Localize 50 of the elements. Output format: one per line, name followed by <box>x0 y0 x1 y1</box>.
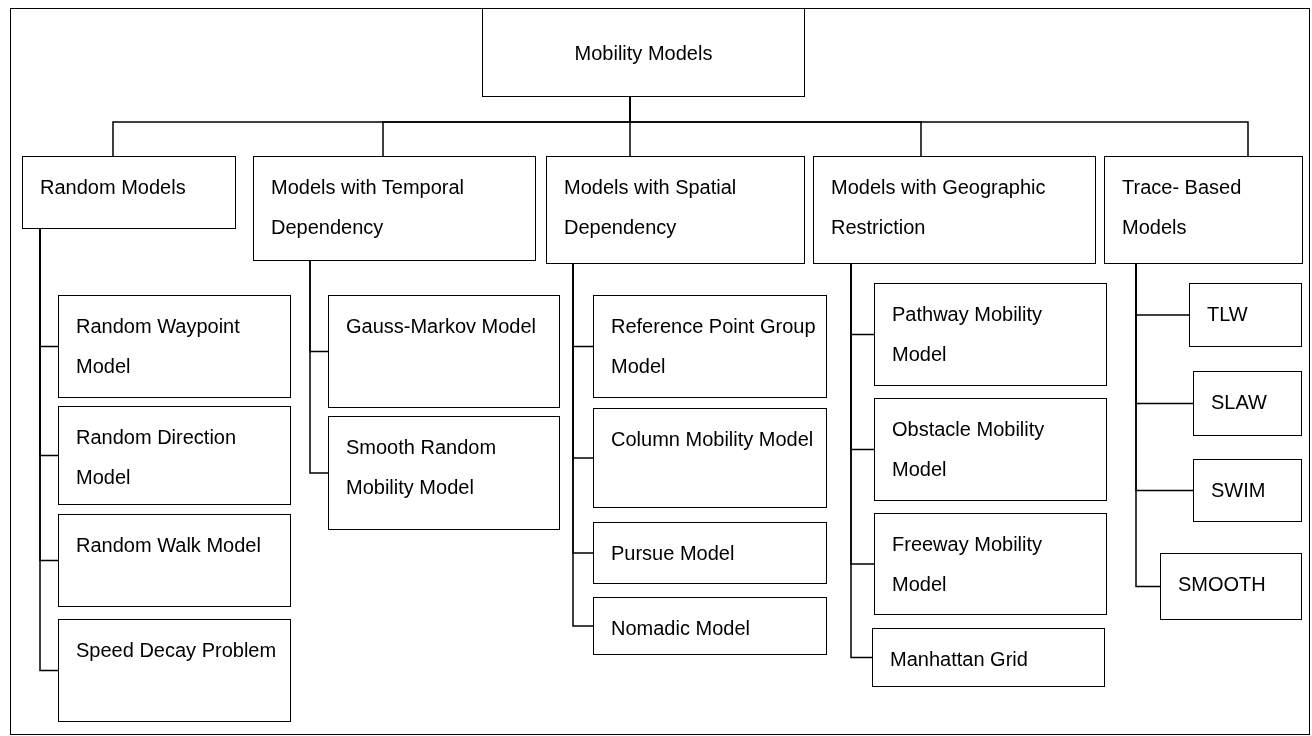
box-label: Freeway Mobility Model <box>892 532 1044 597</box>
box-label: Column Mobility Model <box>611 427 815 452</box>
category-box <box>593 597 827 655</box>
box-label: Models with Spatial Dependency <box>564 175 738 240</box>
category-box <box>874 398 1107 501</box>
category-box <box>253 156 536 261</box>
box-label: Speed Decay Problem <box>76 638 278 663</box>
box-label: SLAW <box>1211 390 1268 415</box>
box-label: Mobility Models <box>574 41 713 66</box>
connector-line <box>1135 263 1161 588</box>
root-box <box>482 8 805 97</box>
box-label: Gauss-Markov Model <box>346 314 538 339</box>
category-box <box>58 514 291 607</box>
box-label: Random Walk Model <box>76 533 262 558</box>
category-box <box>58 295 291 398</box>
box-label: Random Models <box>40 175 187 200</box>
box-label: Smooth Random Mobility Model <box>346 435 498 500</box>
category-box <box>58 406 291 505</box>
category-box <box>593 295 827 398</box>
category-box <box>546 156 805 264</box>
category-box <box>22 156 236 229</box>
connector-line <box>309 260 329 474</box>
category-box <box>58 619 291 722</box>
box-label: Nomadic Model <box>611 616 751 641</box>
box-label: Random Waypoint Model <box>76 314 241 379</box>
box-label: Obstacle Mobility Model <box>892 417 1046 482</box>
box-label: SWIM <box>1211 478 1267 503</box>
category-box <box>1189 283 1302 347</box>
box-label: TLW <box>1207 302 1249 327</box>
category-box <box>593 522 827 584</box>
category-box <box>593 408 827 508</box>
box-label: Pursue Model <box>611 541 736 566</box>
category-box <box>872 628 1105 687</box>
category-box <box>874 513 1107 615</box>
box-label: Trace- Based Models <box>1122 175 1243 240</box>
category-box <box>813 156 1096 264</box>
box-label: Pathway Mobility Model <box>892 302 1044 367</box>
box-label: Manhattan Grid <box>890 647 1029 672</box>
category-box <box>328 416 560 530</box>
category-box <box>874 283 1107 386</box>
box-label: Models with Temporal Dependency <box>271 175 466 240</box>
category-box <box>1104 156 1303 264</box>
category-box <box>1193 371 1302 436</box>
box-label: SMOOTH <box>1178 572 1267 597</box>
box-label: Reference Point Group Model <box>611 314 817 379</box>
box-label: Models with Geographic Restriction <box>831 175 1047 240</box>
category-box <box>1160 553 1302 620</box>
box-label: Random Direction Model <box>76 425 238 490</box>
category-box <box>1193 459 1302 522</box>
category-box <box>328 295 560 408</box>
